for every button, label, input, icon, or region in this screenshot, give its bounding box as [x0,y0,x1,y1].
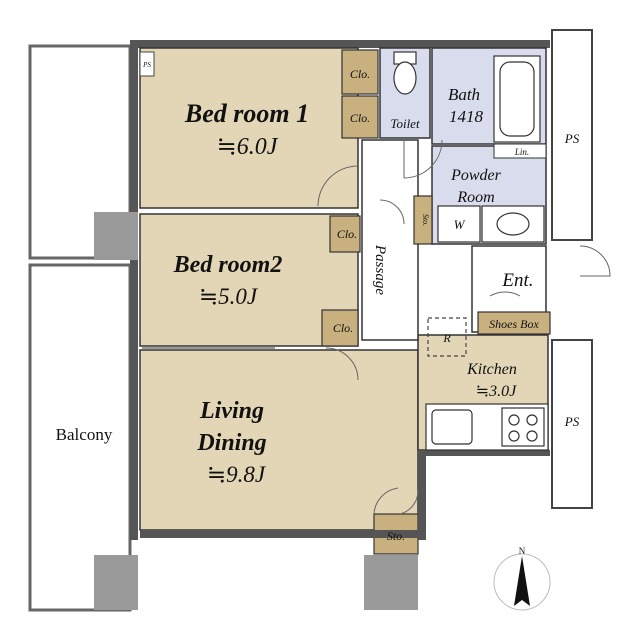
living-name1: Living [199,398,264,424]
living-floor [139,349,419,531]
shoes-box [477,311,551,335]
closet-bedroom2-bottom [321,309,359,347]
balcony-name: Balcony [56,425,113,444]
closet-bedroom1-bottom [341,95,379,139]
north-label: N [519,546,526,556]
washer-space [437,205,481,243]
shoes-box-label: Shoes Box [489,317,539,331]
bath-name: Bath [448,85,480,104]
ps-label-small: PS [142,61,151,69]
wall-right-living [418,450,426,540]
ps-shaft-top [551,29,593,241]
linen-label: Lin. [514,147,529,157]
bedroom2-name: Bed room2 [173,252,283,278]
closet-label-3: Clo. [337,227,357,241]
column-upper [94,212,138,260]
balcony [28,44,132,612]
wall-lower [140,530,420,538]
closet-label-2: Clo. [350,111,370,125]
door-swings [317,139,611,515]
bath-code: 1418 [449,107,484,126]
toilet-fixture [393,51,417,95]
column-lower-left [94,555,138,610]
linen-shelf [493,143,547,159]
living-name2: Dining [196,430,266,456]
storage-label-passage: Sto. [421,214,430,226]
north-arrow-icon [493,553,551,611]
washer-label: W [454,217,466,232]
ps-shaft-bottom [551,339,593,509]
closet-bedroom1-top [341,49,379,95]
column-lower-right [364,555,418,610]
living-size: ≒9.8J [207,462,267,487]
passage-floor [361,139,419,341]
closet-label-1: Clo. [350,67,370,81]
bedroom1-size: ≒6.0J [217,134,279,160]
vanity-sink [481,205,545,243]
storage-passage [413,195,433,245]
bedroom2-size: ≒5.0J [199,284,259,309]
kitchen-counter [425,403,549,451]
outer-walls [130,40,550,540]
ps-small-box [139,51,155,77]
ps-label-bottom: PS [564,414,580,429]
kitchen-size: ≒3.0J [476,383,517,400]
wall-kitchen-bottom [418,450,550,456]
powder-line1: Powder [450,167,502,184]
powder-line2: Room [456,189,494,206]
ps-label-top: PS [564,131,580,146]
bathtub [493,55,541,143]
bedroom1-floor [139,47,359,209]
closet-bedroom2-top [329,215,361,253]
refrigerator-space [427,317,467,357]
fridge-label: R [442,331,451,345]
closet-label-4: Clo. [333,321,353,335]
entrance-name: Ent. [501,270,533,291]
toilet-name: Toilet [390,116,420,131]
kitchen-name: Kitchen [466,361,517,378]
storage-label-living: Sto. [387,529,405,543]
bedroom1-name: Bed room 1 [184,99,309,128]
passage-name: Passage [372,244,388,295]
